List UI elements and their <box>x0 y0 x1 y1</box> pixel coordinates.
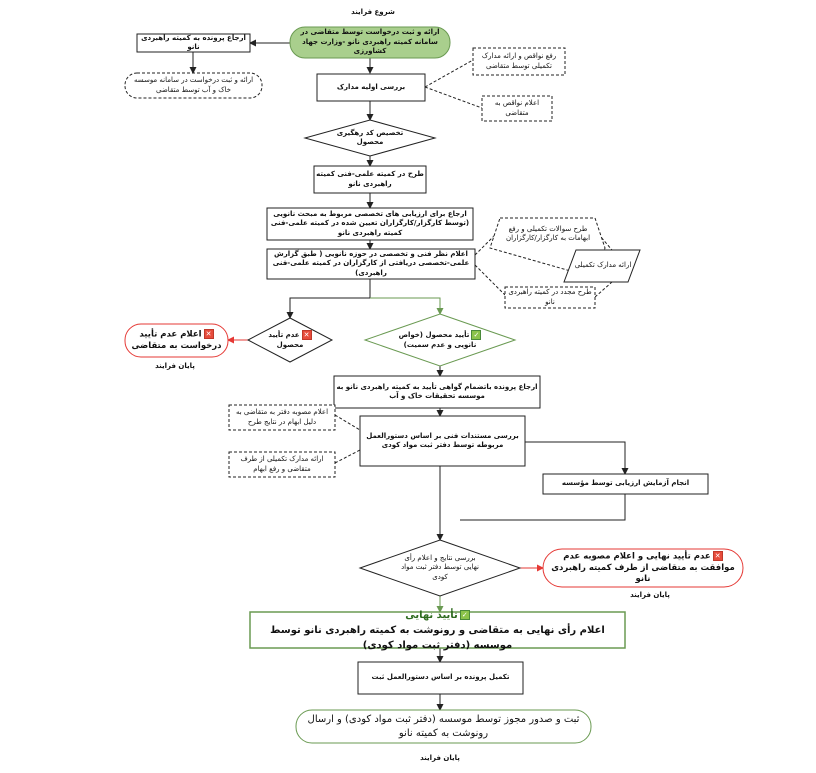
start-label: شروع فرایند <box>351 8 395 16</box>
node-14 <box>363 313 517 367</box>
node-18-text: اعلام مصوبه دفتر به متقاضی به دلیل ابهام… <box>235 408 329 426</box>
node-15-label: عدم تأیید محصول <box>268 331 304 349</box>
node-24-text: ✓تأیید نهایی اعلام رأی نهایی به متقاضی و… <box>252 609 623 651</box>
node-23 <box>542 548 744 588</box>
node-16 <box>124 323 229 358</box>
node-12 <box>563 249 641 283</box>
node-4 <box>316 73 426 102</box>
dash-19-20 <box>334 449 361 464</box>
node-8 <box>313 165 427 194</box>
arrow-21-22 <box>460 494 626 521</box>
node-5-text: رفع نواقص و ارائه مدارک تکمیلی توسط متقا… <box>481 52 557 70</box>
end-label-3: پایان فرایند <box>420 754 460 762</box>
dash-4-6 <box>424 86 483 109</box>
cross-icon: ✕ <box>203 328 214 339</box>
node-21 <box>542 473 709 495</box>
node-1-text: ارائه و ثبت درخواست توسط متقاضی در سامان… <box>300 28 440 56</box>
end-label-2: پایان فرایند <box>630 591 670 599</box>
node-24-body: اعلام رأی نهایی به متقاضی و رونوشت به کم… <box>270 624 605 651</box>
node-7 <box>303 119 437 157</box>
node-19-text: ارائه مدارک تکمیلی از طرف متقاضی و رفع ا… <box>240 455 324 473</box>
node-15-text: ✕عدم تأیید محصول <box>262 328 318 352</box>
node-9 <box>266 207 474 241</box>
node-10-text: اعلام نظر فنی و تخصصی در حوزه نانویی ( ط… <box>272 249 470 277</box>
cross-icon: ✕ <box>712 550 723 561</box>
node-17 <box>333 375 541 409</box>
node-12-text: ارائه مدارک تکمیلی <box>574 261 632 270</box>
dash-11-12 <box>594 229 613 251</box>
check-icon: ✓ <box>471 330 482 341</box>
node-25-text: تکمیل پرونده بر اساس دستورالعمل ثبت <box>371 673 510 682</box>
check-icon: ✓ <box>459 609 470 620</box>
node-5 <box>472 47 566 76</box>
cross-icon: ✕ <box>301 330 312 341</box>
node-18 <box>228 404 336 431</box>
node-20-text: بررسی مستندات فنی بر اساس دستورالعمل مرب… <box>366 431 519 449</box>
node-22-text: بررسی نتایج و اعلام رأی نهایی توسط دفتر … <box>401 553 479 581</box>
node-14-label: تأیید محصول (خواص نانویی و عدم سمیت) <box>398 331 477 349</box>
node-7-text: تخصیص کد رهگیری محصول <box>336 128 404 146</box>
node-26 <box>295 709 592 744</box>
node-20 <box>359 415 526 467</box>
node-13-text: طرح مجدد در کمیته راهبردی نانو <box>508 288 592 306</box>
node-9-text: ارجاع برای ارزیابی های تخصصی مربوط به مب… <box>270 209 470 237</box>
node-24-title: تأیید نهایی <box>405 609 458 621</box>
arrow-10-14 <box>370 297 444 315</box>
node-6 <box>481 95 553 122</box>
node-25 <box>357 661 524 695</box>
node-24 <box>249 611 626 649</box>
node-2-text: ارجاع پرونده به کمیته راهبردی نانو <box>141 33 246 51</box>
arrow-10-15 <box>286 279 371 319</box>
dash-10-11 <box>474 229 501 256</box>
node-23-text: ✕عدم تأیید نهایی و اعلام مصوبه عدم موافق… <box>548 549 738 587</box>
node-15 <box>246 317 334 363</box>
node-4-text: بررسی اولیه مدارک <box>336 82 406 91</box>
node-3 <box>124 72 263 99</box>
node-1 <box>289 26 451 59</box>
node-26-text: ثبت و صدور مجوز توسط موسسه (دفتر ثبت موا… <box>307 714 580 739</box>
node-13 <box>504 286 596 309</box>
node-3-text: ارائه و ثبت درخواست در سامانه موسسه خاک … <box>133 76 254 94</box>
node-16-text: ✕اعلام عدم تأیید درخواست به متقاضی <box>130 324 223 357</box>
node-17-text: ارجاع پرونده باتضمام گواهی تأیید به کمیت… <box>336 382 538 400</box>
node-6-text: اعلام نواقص به متقاضی <box>494 99 540 117</box>
node-16-label: اعلام عدم تأیید درخواست به متقاضی <box>131 329 222 351</box>
node-19 <box>228 451 336 478</box>
node-8-text: طرح در کمیته علمی-فنی کمیته راهبردی نانو <box>316 170 424 188</box>
node-21-text: انجام آزمایش ارزیابی توسط مؤسسه <box>561 479 690 488</box>
node-2 <box>136 33 251 53</box>
node-14-text: ✓تأیید محصول (خواص نانویی و عدم سمیت) <box>395 322 485 358</box>
arrow-20-21 <box>525 441 629 475</box>
dash-18-20 <box>334 414 361 431</box>
dash-10-13 <box>474 264 506 296</box>
end-label-1: پایان فرایند <box>155 362 195 370</box>
node-11-text: طرح سوالات تکمیلی و رفع ابهامات به کارگز… <box>505 224 591 242</box>
node-10 <box>266 248 476 280</box>
dash-13-12 <box>594 281 613 298</box>
node-22 <box>358 539 522 597</box>
dash-4-5 <box>424 59 474 88</box>
node-23-label: عدم تأیید نهایی و اعلام مصوبه عدم موافقت… <box>551 551 735 584</box>
